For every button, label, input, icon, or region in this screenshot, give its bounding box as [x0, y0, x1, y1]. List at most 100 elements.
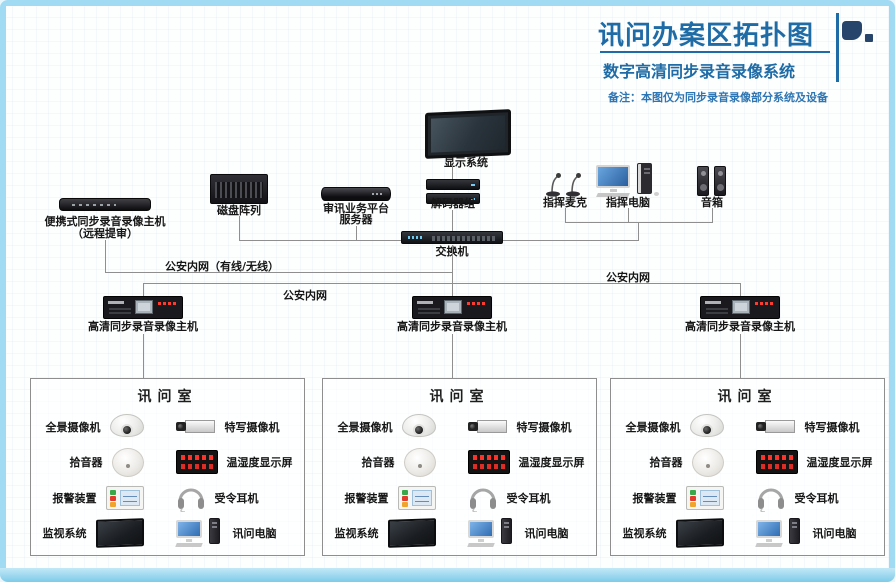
room-item-label: 报警装置: [52, 491, 97, 505]
recording-host-icon: [412, 296, 492, 319]
room-item-label: 温湿度显示屏: [806, 456, 873, 470]
connector-line: [452, 245, 453, 296]
page-border-right: [889, 0, 895, 582]
room-item-label: 特写摄像机: [224, 420, 280, 434]
interrogation-pc-icon: [174, 517, 224, 549]
intranet-right-label: 公安内网: [606, 271, 650, 284]
connector-line: [628, 208, 629, 222]
room-item-label: 受令耳机: [794, 491, 839, 505]
desktop-computer-icon: [596, 163, 660, 197]
server-label-line1: 审讯业务平台: [323, 202, 389, 215]
room-item-label: 全景摄像机: [45, 420, 101, 434]
tv-monitor-icon: [675, 518, 724, 549]
headset-icon: [468, 484, 498, 512]
decoder-label: 解码器组: [431, 197, 475, 210]
portable-recorder-icon: [59, 198, 151, 211]
room-item: 受令耳机: [168, 480, 301, 516]
gooseneck-mic-icon: [543, 171, 587, 198]
interrogation-room-box: 讯问室 全景摄像机 特写摄像机 拾音器 温湿度显示屏 报警装置: [610, 378, 885, 556]
room-item: 拾音器: [35, 445, 168, 481]
connector-line: [239, 240, 401, 241]
room-item: 监视系统: [35, 516, 168, 552]
room-item: 报警装置: [35, 480, 168, 516]
room-item-label: 讯问电脑: [524, 527, 569, 541]
speaker-towers-icon: [697, 166, 727, 196]
alarm-device-icon: [105, 485, 144, 510]
room-item-label: 拾音器: [69, 456, 103, 470]
connector-line: [105, 272, 453, 273]
brand-logo-icon: [842, 21, 862, 40]
room-item-label: 温湿度显示屏: [226, 456, 293, 470]
room-item: 受令耳机: [460, 480, 593, 516]
room-item: 全景摄像机: [35, 409, 168, 445]
room-item: 受令耳机: [748, 480, 881, 516]
page-border-left: [0, 0, 6, 582]
room-item: 报警装置: [327, 480, 460, 516]
tv-monitor-icon: [95, 518, 144, 549]
room-item-label: 拾音器: [649, 456, 683, 470]
room-item-label: 报警装置: [632, 491, 677, 505]
room-item: 拾音器: [615, 445, 748, 481]
room-item: 温湿度显示屏: [460, 445, 593, 481]
room-item: 温湿度显示屏: [748, 445, 881, 481]
room-item-label: 受令耳机: [506, 491, 551, 505]
room-item: 监视系统: [327, 516, 460, 552]
page-bottom-accent: [0, 568, 895, 582]
connector-line: [565, 222, 713, 223]
temp-humidity-display-icon: [175, 450, 218, 475]
room-item: 特写摄像机: [168, 409, 301, 445]
dome-camera-icon: [401, 413, 436, 440]
connector-line: [452, 334, 453, 378]
interrogation-room-box: 讯问室 全景摄像机 特写摄像机 拾音器 温湿度显示屏 报警装置: [30, 378, 305, 556]
alarm-device-icon: [397, 485, 436, 510]
room-title: 讯问室: [717, 389, 778, 405]
server-label-line2: 服务器: [339, 213, 373, 226]
room-item: 特写摄像机: [748, 409, 881, 445]
recording-host-label: 高清同步录音录像主机: [88, 320, 198, 333]
network-switch-icon: [401, 231, 503, 244]
connector-line: [712, 208, 713, 222]
page-note: 备注：本图仅为同步录音录像部分系统及设备: [608, 91, 828, 104]
room-equipment-grid: 全景摄像机 特写摄像机 拾音器 温湿度显示屏 报警装置: [35, 409, 300, 551]
room-item-label: 特写摄像机: [516, 420, 572, 434]
room-title: 讯问室: [429, 389, 490, 405]
room-item-label: 报警装置: [344, 491, 389, 505]
recording-host-label: 高清同步录音录像主机: [685, 320, 795, 333]
headset-icon: [756, 484, 786, 512]
room-item-label: 受令耳机: [214, 491, 259, 505]
room-item: 讯问电脑: [168, 516, 301, 552]
room-item-label: 讯问电脑: [232, 527, 277, 541]
connector-line: [105, 240, 106, 272]
decoder-group-icon: [426, 179, 480, 205]
audio-pickup-icon: [691, 447, 724, 477]
audio-pickup-icon: [403, 447, 436, 477]
room-item-label: 特写摄像机: [804, 420, 860, 434]
header-vertical-divider: [836, 13, 839, 82]
room-item: 温湿度显示屏: [168, 445, 301, 481]
room-item-label: 讯问电脑: [812, 527, 857, 541]
interrogation-room-box: 讯问室 全景摄像机 特写摄像机 拾音器 温湿度显示屏 报警装置: [322, 378, 597, 556]
room-item: 全景摄像机: [615, 409, 748, 445]
disk-array-icon: [210, 174, 268, 204]
connector-line: [143, 334, 144, 378]
audio-pickup-icon: [111, 447, 144, 477]
temp-humidity-display-icon: [467, 450, 510, 475]
speakers-label: 音箱: [701, 196, 723, 209]
page-border-top: [0, 0, 895, 6]
room-item: 特写摄像机: [460, 409, 593, 445]
room-item-label: 全景摄像机: [337, 420, 393, 434]
connector-line: [452, 210, 453, 231]
temp-humidity-display-icon: [755, 450, 798, 475]
connector-line: [143, 283, 741, 284]
room-item: 拾音器: [327, 445, 460, 481]
command-pc-label: 指挥电脑: [606, 196, 650, 209]
connector-line: [740, 283, 741, 296]
box-camera-icon: [755, 418, 796, 436]
connector-line: [740, 334, 741, 378]
connector-line: [638, 222, 639, 240]
room-item: 监视系统: [615, 516, 748, 552]
interrogation-pc-icon: [754, 517, 804, 549]
box-camera-icon: [467, 418, 508, 436]
room-item: 讯问电脑: [748, 516, 881, 552]
